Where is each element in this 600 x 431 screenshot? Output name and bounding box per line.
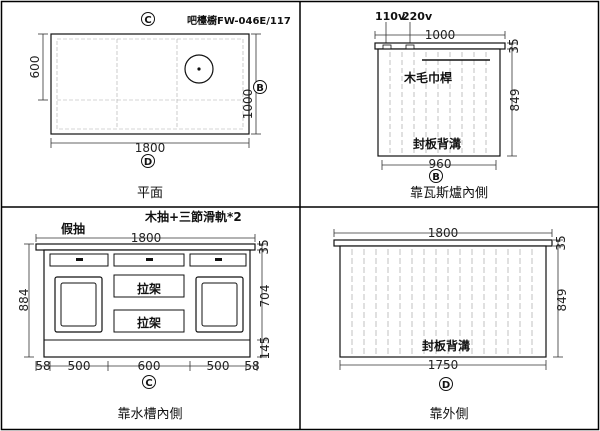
sink-top-thickness-dim: 35 [257,239,271,254]
sink-countertop [35,243,256,251]
sink-inner-height-dim: 704 [258,285,272,308]
plan-countertop [50,33,250,135]
sink-side-caption: 靠水槽內側 [117,407,182,422]
door-right [195,276,244,333]
voltage-220-label: 220v [402,10,433,23]
sink-bottom-dim-1: 58 [35,359,50,373]
outer-side-view: 1800 封板背溝 35 849 [333,226,569,422]
sink-bottom-dim-4: 500 [207,359,230,373]
gas-side-caption: 靠瓦斯爐內側 [410,186,488,201]
outer-back-label: 封板背溝 [422,338,470,353]
fake-drawer-label: 假抽 [61,221,85,236]
outer-height-dim: 849 [555,289,569,312]
gas-cabinet-body [377,48,501,157]
outer-marker-d: D [442,380,450,391]
sink-plinth-dim: 145 [258,337,272,360]
plan-width-dim: 1800 [135,141,166,155]
gas-top-thickness-dim: 35 [507,38,521,53]
gas-marker-b: B [432,172,440,183]
gas-back-label: 封板背溝 [413,136,461,151]
gas-top-dim: 1000 [425,28,456,42]
sink-side-title: 木抽+三節滑軌*2 [144,209,242,224]
pull-shelf-label-1: 拉架 [137,281,161,296]
gas-side-view: 110v 220v 1000 木毛巾桿 封板背溝 [374,10,522,201]
outer-top-dim: 1800 [428,226,459,240]
door-left [54,276,103,333]
sink-marker-c: C [145,378,152,389]
outer-cabinet-body [339,245,547,358]
sink-bottom-dim-5: 58 [244,359,259,373]
sink-bottom-dim-3: 600 [138,359,161,373]
plan-caption: 平面 [137,186,163,201]
outer-countertop [333,239,553,247]
plan-marker-d: D [144,157,152,168]
gas-countertop [374,42,506,50]
plan-marker-c: C [144,15,151,26]
sink-top-dim: 1800 [131,231,162,245]
outer-bottom-dim: 1750 [428,358,459,372]
voltage-110-label: 110v [375,10,406,23]
towel-bar-label: 木毛巾桿 [403,70,452,85]
plan-model-label: 吧檯櫥FW-046E/117 [187,14,291,27]
plan-depth-left-dim: 600 [28,56,42,79]
gas-height-dim: 849 [508,89,522,112]
sink-bottom-dim-2: 500 [68,359,91,373]
gas-bottom-dim: 960 [429,157,452,171]
plan-view: 1800 600 1000 C D B 吧檯櫥FW-046E/117 平面 [28,12,291,201]
outer-side-caption: 靠外側 [429,407,468,422]
pull-shelf-label-2: 拉架 [137,315,161,330]
sink-total-height-dim: 884 [17,289,31,312]
pull-shelf-upper [113,274,185,298]
pull-shelf-lower [113,309,185,333]
plan-marker-b: B [256,83,264,94]
plan-depth-right-dim: 1000 [241,89,255,120]
outer-top-thickness-dim: 35 [554,235,568,250]
sink-side-view: 木抽+三節滑軌*2 假抽 1800 拉架 拉架 884 [17,209,272,422]
